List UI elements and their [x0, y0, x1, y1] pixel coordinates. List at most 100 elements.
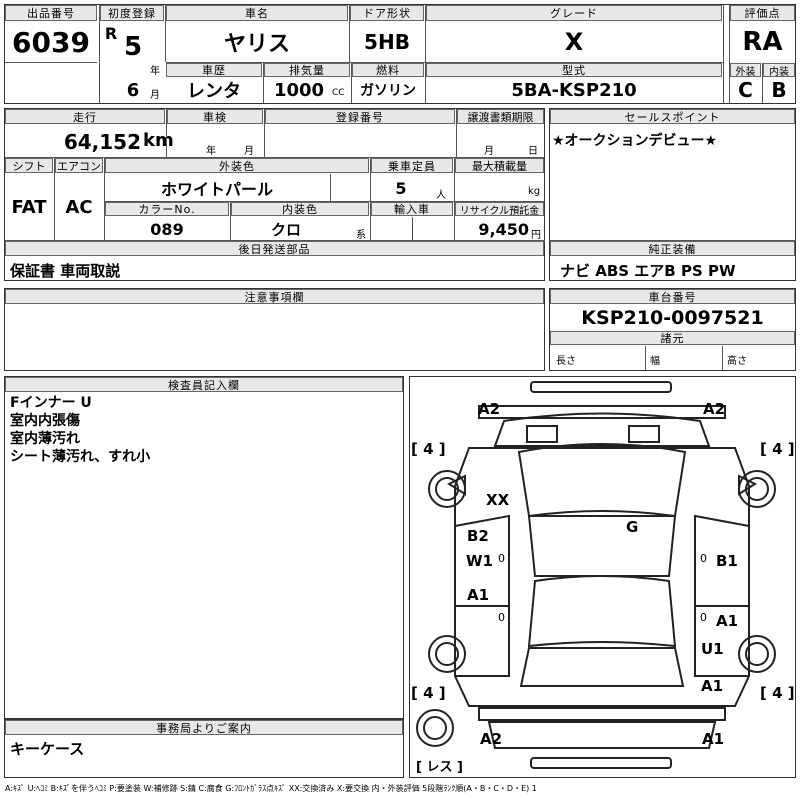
aircon-header: エアコン	[55, 158, 103, 173]
door-header: ドア形状	[350, 5, 424, 21]
kg-unit: kg	[528, 186, 541, 197]
caution-header: 注意事項欄	[5, 289, 544, 304]
damage-right-rear-door: A1	[716, 612, 739, 630]
persons-unit: 人	[436, 190, 446, 201]
aircon-value: AC	[65, 196, 93, 218]
sales-point-header: セールスポイント	[550, 109, 795, 124]
year-unit: 年	[150, 66, 160, 77]
damage-right-quarter: U1	[701, 640, 724, 658]
interior-header: 内装	[763, 63, 795, 77]
model-value: 5BA-KSP210	[511, 79, 637, 101]
mileage-header: 走行	[5, 109, 165, 124]
recycle-value: 9,450	[478, 219, 529, 239]
model-header: 型式	[426, 63, 722, 77]
displacement-value: 1000	[273, 79, 325, 101]
damage-mark-left: 0	[498, 552, 505, 565]
later-parts-value: 保証書 車両取説	[10, 262, 121, 280]
damage-hood: XX	[486, 491, 510, 509]
office-header: 事務局よりご案内	[5, 720, 403, 735]
inspector-notes: Fインナー U 室内内張傷 室内薄汚れ シート薄汚れ、すれ小	[10, 394, 150, 466]
genuine-equip-header: 純正装備	[550, 241, 795, 256]
lot-no-value: 6039	[12, 25, 90, 59]
damage-roof: G	[626, 518, 639, 536]
exterior-header: 外装	[730, 63, 761, 77]
month-unit: 月	[150, 90, 160, 101]
car-name-value: ヤリス	[223, 32, 290, 57]
shift-header: シフト	[5, 158, 53, 173]
first-reg-header: 初度登録	[100, 5, 164, 21]
tire-fr-depth: [ 4 ]	[760, 440, 795, 458]
genuine-equip-value: ナビ ABS エアB PS PW	[560, 262, 736, 280]
inspection-header: 車検	[167, 109, 263, 124]
damage-rear-right: A1	[702, 730, 725, 748]
grade-value: X	[564, 28, 584, 56]
int-color-value: クロ	[270, 220, 301, 239]
history-value: レンタ	[187, 81, 241, 102]
height-label: 高さ	[727, 356, 747, 367]
specs-header: 諸元	[550, 331, 795, 345]
shift-value: FAT	[11, 196, 47, 218]
inspector-header: 検査員記入欄	[5, 377, 403, 392]
registration-header: 登録番号	[265, 109, 455, 124]
grade-header: グレード	[426, 5, 722, 21]
yen-unit: 円	[531, 230, 541, 241]
km-unit: km	[143, 130, 174, 151]
reg-year-value: 5	[123, 32, 143, 62]
legend-text: A:ｷｽﾞ U:ﾍｺﾐ B:ｷｽﾞを伴うﾍｺﾐ P:要塗装 W:補修跡 S:錆 …	[5, 784, 537, 793]
inspection-year-unit: 年	[206, 146, 216, 157]
exterior-score-value: C	[738, 78, 753, 102]
chassis-value: KSP210-0097521	[581, 307, 764, 329]
doc-deadline-header: 譲渡書類期限	[457, 109, 544, 124]
fuel-header: 燃料	[352, 63, 424, 77]
score-header: 評価点	[730, 5, 795, 21]
inspector-note: 室内内張傷	[10, 413, 80, 429]
score-value: RA	[742, 27, 783, 57]
int-color-header: 内装色	[231, 202, 369, 216]
import-header: 輸入車	[371, 202, 453, 216]
width-label: 幅	[650, 356, 660, 367]
damage-front-left: A2	[478, 400, 501, 418]
damage-mark-right-rear: 0	[700, 611, 707, 624]
lot-no-header: 出品番号	[5, 5, 97, 21]
capacity-header: 乗車定員	[371, 158, 453, 173]
deadline-month-unit: 月	[484, 146, 494, 157]
damage-right-rear: A1	[701, 677, 724, 695]
tire-rl-depth: [ 4 ]	[411, 684, 446, 702]
displacement-header: 排気量	[264, 63, 350, 77]
damage-front-right: A2	[703, 400, 726, 418]
reg-month-value: 6	[126, 79, 140, 101]
inspection-month-unit: 月	[244, 146, 254, 157]
mileage-value: 64,152	[63, 130, 141, 154]
max-load-header: 最大積載量	[455, 158, 544, 173]
damage-mark-left-rear: 0	[498, 611, 505, 624]
damage-left-rear-door: A1	[467, 586, 490, 604]
inspector-box	[4, 376, 404, 719]
damage-left-front-door-1: B2	[467, 527, 489, 545]
era-value: R	[104, 23, 118, 43]
door-value: 5HB	[364, 30, 410, 54]
kei-unit: 系	[356, 230, 366, 241]
chassis-header: 車台番号	[550, 289, 795, 304]
inspector-note: 室内薄汚れ	[10, 431, 80, 447]
sales-point-value: ★オークションデビュー★	[552, 133, 718, 149]
tire-fl-depth: [ 4 ]	[411, 440, 446, 458]
length-label: 長さ	[556, 356, 576, 367]
interior-score-value: B	[771, 78, 787, 102]
deadline-day-unit: 日	[528, 146, 538, 157]
damage-mark-right: 0	[700, 552, 707, 565]
recycle-header: リサイクル預託金	[455, 202, 544, 216]
ext-color-header: 外装色	[105, 158, 369, 173]
color-no-header: カラーNo.	[105, 202, 229, 216]
ext-color-value: ホワイトパール	[160, 180, 273, 199]
fuel-value: ガソリン	[360, 83, 416, 99]
later-parts-header: 後日発送部品	[5, 241, 544, 256]
car-diagram	[416, 381, 776, 769]
damage-right-front-door: B1	[716, 552, 738, 570]
history-header: 車歴	[166, 63, 262, 77]
capacity-value: 5	[395, 178, 407, 198]
inspector-note: Fインナー U	[10, 395, 92, 411]
damage-rear-left: A2	[480, 730, 503, 748]
inspector-note: シート薄汚れ、すれ小	[10, 449, 151, 465]
damage-left-front-door-2: W1	[466, 552, 493, 570]
office-note: キーケース	[10, 740, 85, 758]
